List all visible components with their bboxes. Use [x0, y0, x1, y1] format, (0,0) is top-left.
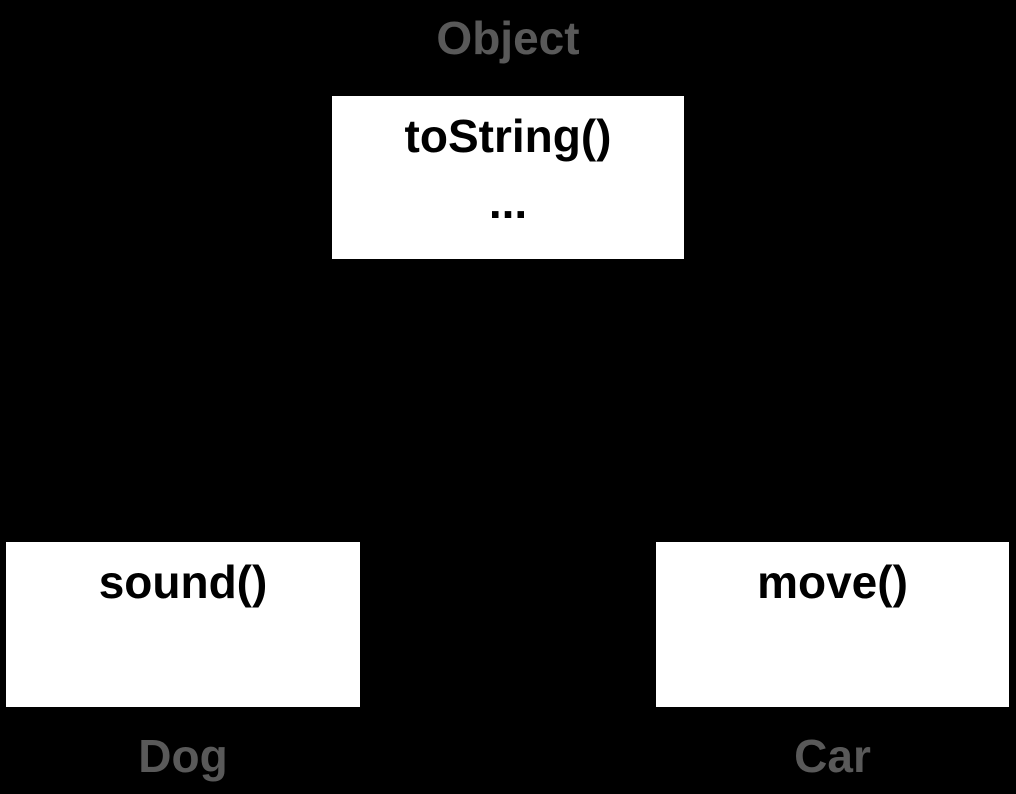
object-class-box: toString() ... [332, 96, 684, 259]
object-methods-ellipsis: ... [488, 176, 528, 228]
car-class-label: Car [794, 730, 871, 782]
object-method-tostring: toString() [404, 110, 612, 162]
object-class-label: Object [436, 12, 580, 64]
dog-class-box: sound() [6, 542, 360, 707]
car-method-move: move() [757, 556, 908, 608]
car-class-box: move() [656, 542, 1009, 707]
dog-method-sound: sound() [98, 556, 268, 608]
dog-class-label: Dog [138, 730, 228, 782]
